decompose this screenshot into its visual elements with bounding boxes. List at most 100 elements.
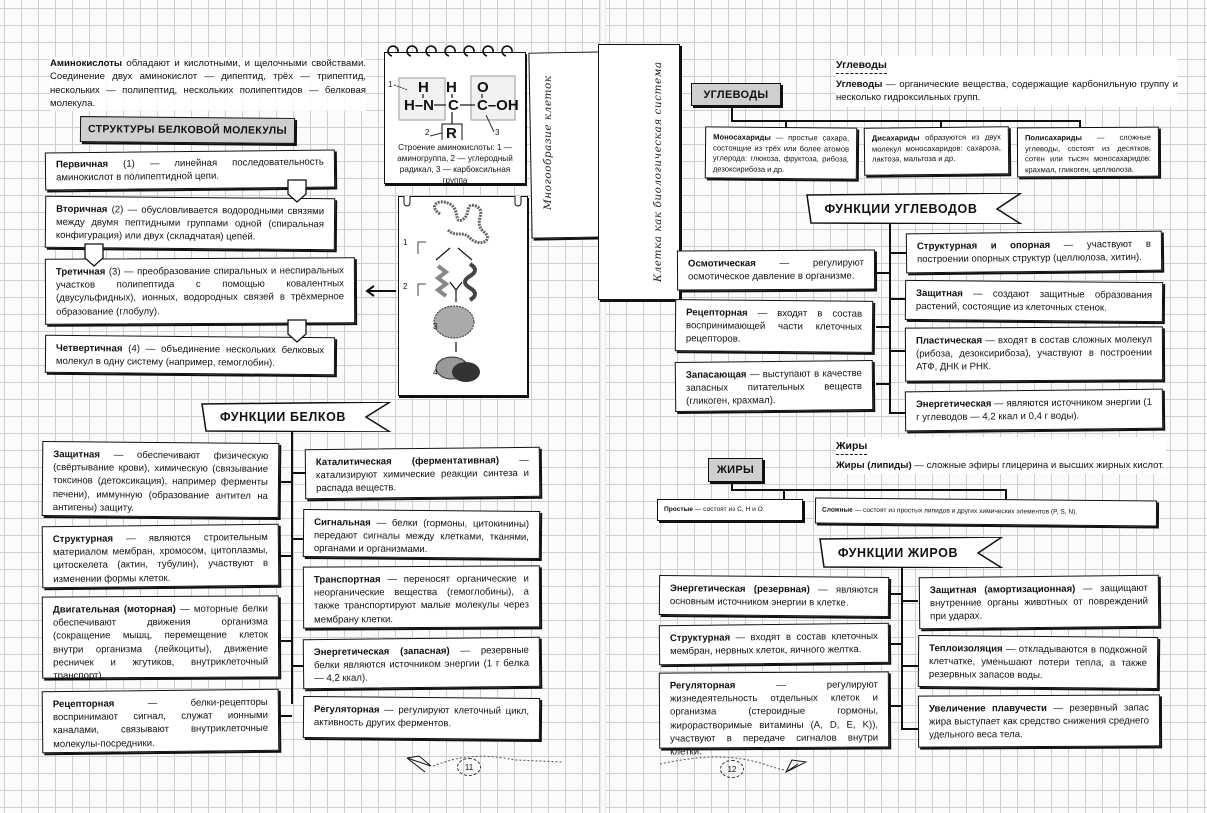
branch (902, 665, 918, 667)
function-term: Рецепторная (52, 698, 115, 711)
carb-type-di: Дисахариды образуются из двух молекул мо… (863, 126, 1010, 176)
branch (940, 120, 942, 128)
function-term: Транспортная (313, 574, 381, 586)
fat-function-protective: Защитная (амортизационная) — защищают вн… (918, 574, 1160, 630)
carb-function-structural: Структурная и опорная — участвуют в пост… (905, 230, 1163, 274)
function-term: Структурная (52, 533, 114, 546)
fat-functions-banner: ФУНКЦИИ ЖИРОВ (818, 537, 1004, 568)
branch (876, 272, 890, 274)
branch (890, 705, 902, 707)
amino-acid-caption: Строение аминокислоты: 1 — аминогруппа, … (397, 143, 513, 186)
branch (731, 107, 733, 121)
protein-function-motor: Двигательная (моторная) — моторные белки… (41, 595, 280, 682)
branch (783, 489, 785, 499)
structure-term: Вторичная (56, 203, 108, 216)
branch (278, 715, 292, 717)
fats-definition-block: Жиры Жиры (липиды) — сложные эфиры глице… (836, 437, 1166, 475)
function-term: Регуляторная (314, 704, 380, 716)
level-label-4: 4 (433, 368, 438, 377)
protein-structure-levels-illustration (403, 196, 522, 382)
fat-function-structural: Структурная — входят в состав клеточных … (658, 622, 890, 666)
fats-subtitle: Жиры (836, 439, 868, 455)
carb-function-plastic: Пластическая — входят в состав сложных м… (904, 326, 1164, 382)
branch (731, 120, 1081, 122)
branch (278, 481, 292, 483)
structure-term: Третичная (55, 266, 106, 278)
paper-plane-icon (659, 756, 808, 774)
label-2: 2 (425, 128, 430, 137)
type-term: Моносахариды (713, 132, 771, 142)
type-term: Сложные (821, 506, 853, 514)
function-term: Структурная и опорная (916, 239, 1051, 253)
carb-function-protective: Защитная — создают защитные образования … (904, 279, 1164, 323)
branch (890, 298, 906, 300)
svg-text:C: C (448, 97, 459, 114)
intro-text: обладают и кислотными, и щелочными свойс… (50, 58, 366, 110)
level-label-3: 3 (433, 322, 438, 331)
branch (890, 252, 906, 254)
protein-function-protective: Защитная — обеспечивают физическую (свёр… (41, 440, 280, 519)
branch (292, 472, 308, 474)
intro-term: Аминокислоты (50, 58, 123, 69)
carb-type-poly: Полисахариды — сложные углеводы, состоят… (1016, 126, 1160, 178)
fat-type-complex: Сложные — состоят из простых липидов и д… (814, 497, 1158, 527)
branch (731, 482, 733, 490)
carbs-definition-text: — органические вещества, содержащие карб… (836, 78, 1178, 104)
protein-function-transport: Транспортная — переносят органические и … (302, 565, 541, 629)
function-term: Энергетическая (запасная) (313, 645, 450, 659)
protein-function-structural: Структурная — являются строительным мате… (41, 523, 280, 589)
carbs-definition-term: Углеводы (836, 78, 883, 90)
left-arrow-icon (365, 285, 396, 297)
branch (1005, 489, 1007, 499)
type-term: Дисахариды (871, 133, 920, 143)
page-number-12: 12 (720, 760, 744, 778)
function-term: Рецепторная (686, 307, 748, 319)
level-label-2: 2 (403, 282, 408, 291)
label-1: 1 (388, 80, 393, 89)
amino-acids-intro: Аминокислоты обладают и кислотными, и ще… (50, 57, 366, 111)
fat-function-buoyancy: Увеличение плавучести — резервный запас … (917, 694, 1161, 748)
spiral-binding-icon (387, 45, 513, 57)
topic-card-back (598, 44, 680, 300)
carbs-subtitle: Углеводы (836, 58, 887, 74)
svg-text:O: O (477, 79, 489, 96)
type-term: Простые (664, 505, 693, 513)
svg-text:R: R (446, 125, 457, 140)
level-label-1: 1 (403, 238, 408, 247)
function-term: Защитная (916, 287, 963, 300)
function-term: Защитная (53, 449, 101, 461)
branch (278, 640, 292, 642)
branch (292, 538, 308, 540)
protein-functions-heading: ФУНКЦИИ БЕЛКОВ (219, 410, 347, 424)
protein-function-energy: Энергетическая (запасная) — резервные бе… (302, 636, 541, 690)
function-term: Двигательная (моторная) (52, 603, 176, 616)
protein-function-receptor: Рецепторная — белки-рецепторы воспринима… (41, 688, 280, 754)
down-connector-icon (287, 319, 307, 343)
function-term: Энергетическая (915, 398, 992, 411)
branch (902, 600, 918, 602)
branch (890, 643, 902, 645)
function-term: Теплоизоляция (929, 643, 1003, 655)
carb-type-mono: Моносахариды — простые сахара, состоящие… (704, 126, 858, 180)
tree-trunk (889, 224, 891, 414)
structure-term: Первичная (55, 158, 109, 171)
branch (292, 665, 308, 667)
svg-text:H–N: H–N (404, 97, 434, 114)
function-term: Пластическая (915, 335, 983, 347)
carb-functions-heading: ФУНКЦИИ УГЛЕВОДОВ (824, 201, 978, 216)
function-term: Регуляторная (669, 680, 736, 692)
topic-card-line1: Многообразие клеток (542, 75, 554, 210)
function-term: Структурная (669, 632, 731, 645)
carbs-definition-block: Углеводы Углеводы — органические веществ… (836, 56, 1178, 107)
function-term: Защитная (амортизационная) (929, 583, 1076, 597)
carb-functions-banner: ФУНКЦИИ УГЛЕВОДОВ (805, 193, 1023, 224)
label-3: 3 (495, 128, 500, 137)
fat-function-regulatory: Регуляторная — регулируют жизнедеятельно… (658, 671, 890, 758)
function-term: Сигнальная (314, 517, 371, 529)
protein-function-catalytic: Каталитическая (ферментативная) — катали… (304, 446, 541, 500)
down-connector-icon (287, 179, 307, 203)
branch (876, 383, 890, 385)
type-text: — состоят из простых липидов и других хи… (852, 506, 1078, 516)
carb-function-osmotic: Осмотическая — регулируют осмотическое д… (676, 249, 876, 291)
function-term: Энергетическая (резервная) (670, 583, 810, 596)
